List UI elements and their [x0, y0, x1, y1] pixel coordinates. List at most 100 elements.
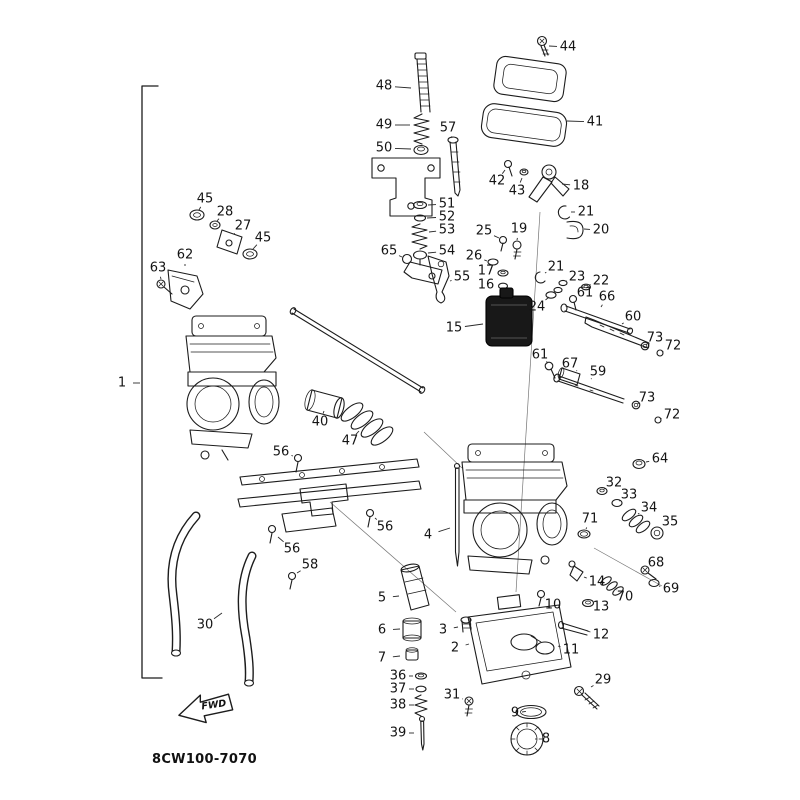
link-lever: [427, 255, 450, 304]
part-callout-48: 48: [376, 79, 393, 94]
callout-leader-55: [449, 280, 452, 282]
part-callout-45: 45: [197, 192, 214, 207]
part-callout-24: 24: [529, 300, 546, 315]
callout-leader-65: [398, 255, 403, 258]
cover-screw: [536, 35, 550, 57]
part-callout-50: 50: [376, 141, 393, 156]
part-callout-73: 73: [647, 331, 664, 346]
right-carburetor: [461, 443, 568, 575]
part-callout-2: 2: [451, 641, 459, 656]
callout-leader-45: [252, 244, 258, 250]
part-callout-64: 64: [652, 452, 669, 467]
part-callout-58: 58: [302, 558, 319, 573]
part-callout-11: 11: [563, 643, 580, 658]
part-callout-17: 17: [478, 264, 495, 279]
pilot-air-screw: [447, 136, 461, 197]
part-callout-22: 22: [593, 274, 610, 289]
part-callout-45: 45: [255, 231, 272, 246]
drain-parts-column: [400, 563, 474, 751]
callout-leader-5: [392, 595, 400, 598]
mounting-rails: [237, 453, 422, 590]
part-callout-56: 56: [273, 445, 290, 460]
part-callout-55: 55: [454, 270, 471, 285]
part-callout-61: 61: [532, 348, 549, 363]
part-callout-67: 67: [562, 357, 579, 372]
throttle-rod-assembly: [289, 307, 426, 446]
callout-leader-67: [576, 370, 578, 372]
callout-leader-11: [557, 645, 561, 648]
callout-leader-34: [637, 512, 640, 515]
part-callout-71: 71: [582, 512, 599, 527]
callout-leader-47: [355, 430, 360, 435]
part-callout-68: 68: [648, 556, 665, 571]
cable-bracket-cluster: [156, 209, 258, 310]
part-callout-14: 14: [589, 575, 606, 590]
part-callout-42: 42: [489, 174, 506, 189]
callout-leader-52: [426, 217, 437, 219]
callout-leader-28: [216, 218, 220, 222]
callout-leader-24: [545, 296, 550, 301]
part-callout-57: 57: [440, 121, 457, 136]
part-callout-44: 44: [560, 40, 577, 55]
part-callout-5: 5: [378, 591, 386, 606]
part-callout-36: 36: [390, 669, 407, 684]
part-callout-56: 56: [284, 542, 301, 557]
callout-leader-30: [213, 612, 223, 620]
part-callout-40: 40: [312, 415, 329, 430]
callout-leader-50: [394, 147, 412, 150]
callout-leader-61: [546, 361, 549, 364]
part-callout-62: 62: [177, 248, 194, 263]
callout-leader-64: [645, 460, 650, 463]
part-callout-28: 28: [217, 205, 234, 220]
throttle-lever: [528, 164, 570, 203]
part-callout-32: 32: [606, 476, 623, 491]
callout-leader-3: [453, 626, 459, 629]
part-callout-34: 34: [641, 501, 658, 516]
fuel-screw-set: [600, 565, 660, 596]
jet-needle: [453, 462, 461, 567]
part-callout-15: 15: [446, 321, 463, 336]
part-callout-72: 72: [665, 339, 682, 354]
part-callout-70: 70: [617, 590, 634, 605]
part-callout-21: 21: [548, 260, 565, 275]
part-callout-8: 8: [542, 732, 550, 747]
callout-leader-29: [590, 685, 594, 688]
upper-bracket: [371, 157, 441, 217]
part-callout-61: 61: [577, 286, 594, 301]
callout-leader-45: [198, 206, 202, 211]
part-callout-12: 12: [593, 628, 610, 643]
fwd-label: FWD: [201, 698, 227, 712]
float-assembly: [510, 620, 589, 655]
callout-leader-66: [600, 304, 603, 308]
callout-leader-54: [427, 251, 437, 254]
callout-leader-27: [233, 232, 236, 235]
callout-leader-56: [291, 455, 294, 457]
part-callout-10: 10: [545, 598, 562, 613]
pan-head-screws: [498, 235, 522, 260]
part-callout-27: 27: [235, 219, 252, 234]
part-callout-56: 56: [377, 520, 394, 535]
pilot-screw-set: [577, 458, 664, 540]
part-callout-65: 65: [381, 244, 398, 259]
cover-gasket: [480, 103, 568, 147]
spring-seat-parts: [411, 200, 428, 266]
callout-leader-2: [465, 643, 470, 646]
top-cover-assembly: [480, 35, 568, 147]
part-callout-1: 1: [118, 376, 126, 391]
part-callout-7: 7: [378, 651, 386, 666]
part-callout-37: 37: [390, 682, 407, 697]
part-callout-4: 4: [424, 528, 432, 543]
callout-leader-71: [585, 527, 588, 530]
part-callout-9: 9: [511, 706, 519, 721]
part-callout-47: 47: [342, 434, 359, 449]
callout-leader-14: [583, 576, 587, 579]
part-callout-51: 51: [439, 197, 456, 212]
callout-leader-25: [493, 235, 500, 239]
part-callout-29: 29: [595, 673, 612, 688]
part-callout-39: 39: [390, 726, 407, 741]
callout-leader-73: [637, 402, 640, 405]
part-callout-43: 43: [509, 184, 526, 199]
part-callout-30: 30: [197, 618, 214, 633]
left-carburetor: [185, 315, 280, 461]
